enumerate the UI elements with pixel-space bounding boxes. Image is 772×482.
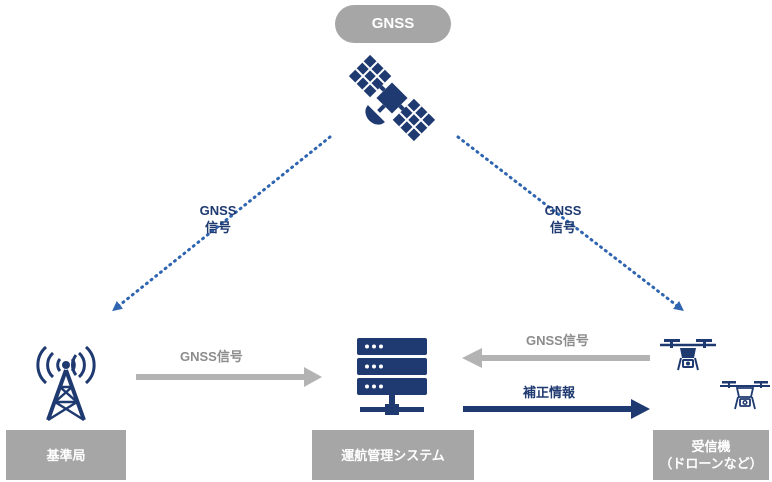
signal-label-left: GNSS 信号 — [178, 202, 258, 236]
receiver-label-line1: 受信機 — [691, 439, 731, 454]
signal-label-left-line1: GNSS — [199, 203, 237, 218]
base-station-label-text: 基準局 — [46, 447, 86, 463]
base-station-label: 基準局 — [6, 430, 126, 480]
signal-line-right — [456, 135, 684, 312]
server-icon — [357, 338, 427, 415]
arrow-label-system-to-receiver: 補正情報 — [523, 385, 576, 400]
arrow-system-to-receiver — [463, 399, 650, 419]
arrow-label-base-to-system: GNSS信号 — [180, 349, 243, 364]
drone-icon-secondary — [720, 381, 770, 410]
signal-label-right-line2: 信号 — [549, 220, 576, 235]
radio-tower-icon — [36, 345, 96, 422]
signal-label-right: GNSS 信号 — [523, 202, 603, 236]
system-label: 運航管理システム — [312, 430, 474, 480]
arrow-base-to-system — [136, 367, 322, 387]
arrow-label-receiver-to-system: GNSS信号 — [526, 333, 589, 348]
arrow-receiver-to-system — [462, 348, 650, 368]
receiver-label: 受信機 （ドローンなど） — [653, 430, 769, 480]
gnss-title-pill: GNSS — [335, 5, 451, 43]
system-label-text: 運航管理システム — [341, 447, 445, 463]
receiver-label-line2: （ドローンなど） — [659, 456, 763, 471]
signal-label-left-line2: 信号 — [204, 220, 231, 235]
signal-line-left — [112, 135, 332, 312]
satellite-icon — [348, 54, 436, 142]
drone-icon — [660, 339, 716, 371]
signal-label-right-line1: GNSS — [544, 203, 582, 218]
